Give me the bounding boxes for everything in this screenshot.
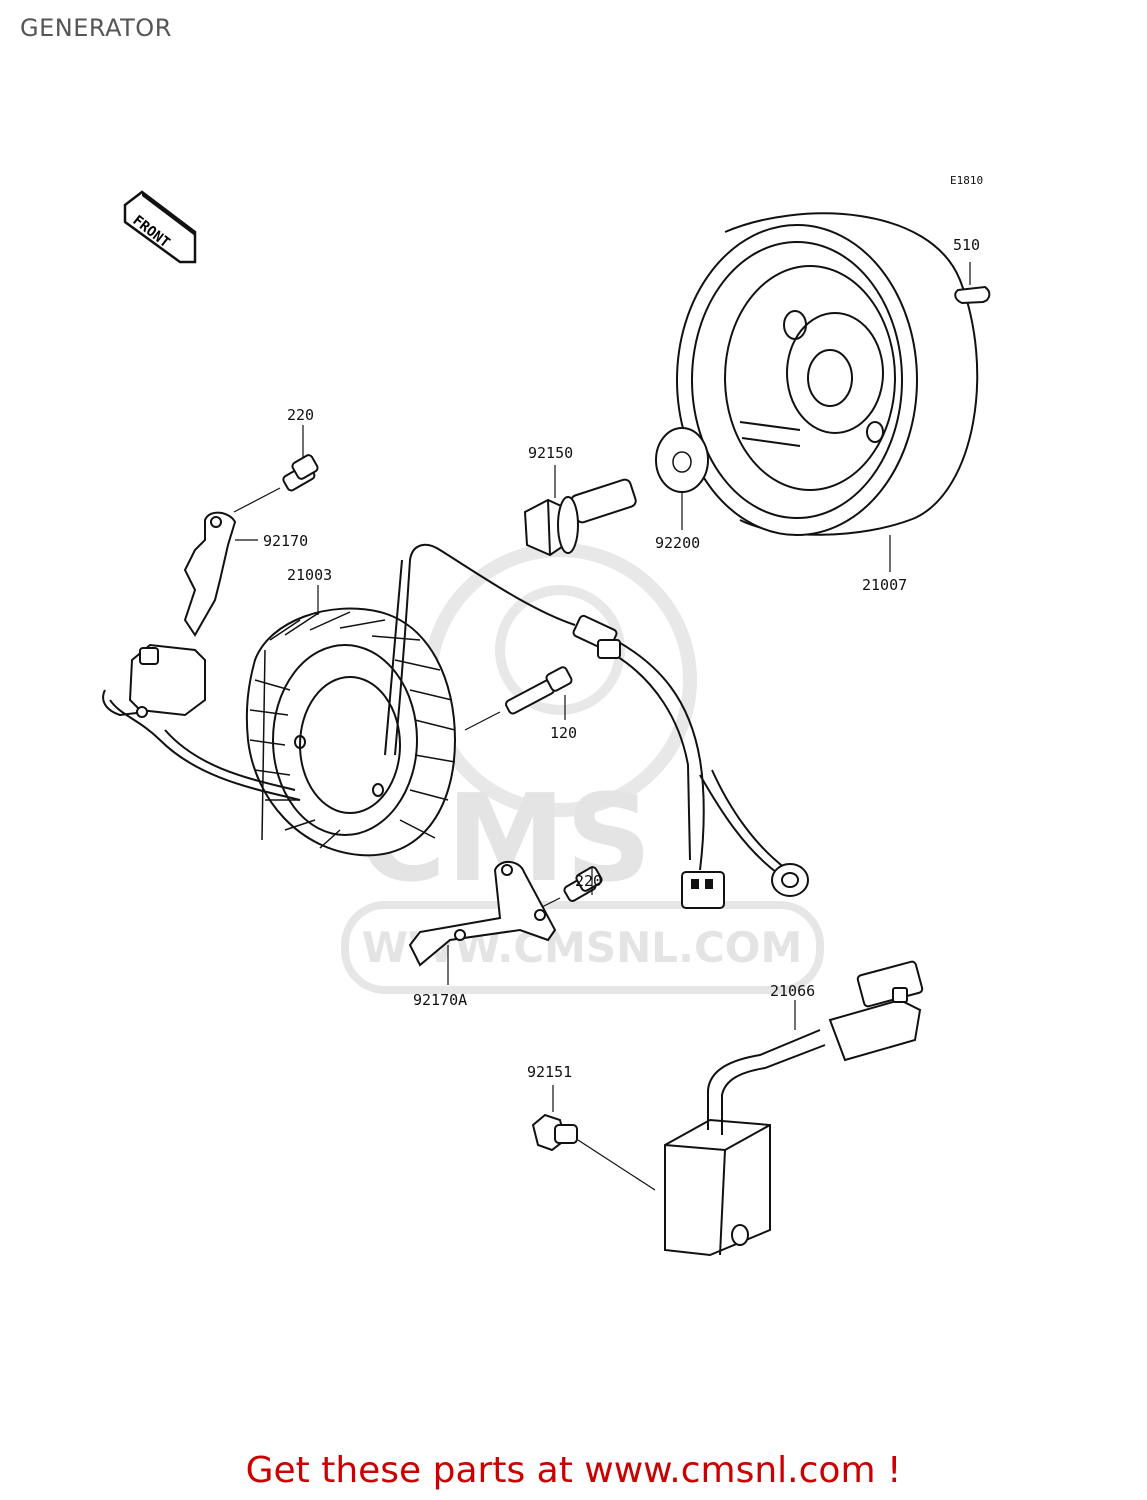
screw-120 (464, 666, 573, 731)
part-label-21066: 21066 (770, 982, 815, 1000)
footer-link-text[interactable]: Get these parts at www.cmsnl.com ! (245, 1450, 902, 1491)
part-label-92200: 92200 (655, 534, 700, 552)
bolt-92151 (531, 1085, 656, 1191)
rotor-flywheel (676, 212, 979, 536)
wire-harness (109, 543, 786, 876)
part-label-92170: 92170 (263, 532, 308, 550)
part-label-220-lower: 220 (575, 872, 602, 890)
washer (655, 427, 709, 530)
harness-coupler (572, 614, 809, 909)
regulator-rectifier (664, 960, 924, 1257)
leader-lines (235, 425, 891, 572)
part-label-220-top: 220 (287, 406, 314, 424)
diagram-code: E1810 (950, 174, 983, 187)
part-label-120: 120 (550, 724, 577, 742)
part-label-92170A: 92170A (413, 991, 467, 1009)
front-arrow-icon: FRONT (123, 190, 197, 264)
plate-92170A (408, 861, 557, 985)
woodruff-key (954, 262, 991, 305)
part-label-92151: 92151 (527, 1063, 572, 1081)
part-label-92150: 92150 (528, 444, 573, 462)
part-label-21003: 21003 (287, 566, 332, 584)
part-label-510: 510 (953, 236, 980, 254)
clamp-92170 (183, 511, 237, 637)
pickup-sensor (102, 643, 206, 718)
screw-220-top (233, 454, 319, 513)
page-title: GENERATOR (20, 14, 172, 42)
generator-diagram: CMS WWW.CMSNL.COM E1810 FRONT (102, 174, 991, 1257)
part-label-21007: 21007 (862, 576, 907, 594)
flange-bolt (523, 478, 637, 557)
stator-coil (245, 607, 457, 857)
